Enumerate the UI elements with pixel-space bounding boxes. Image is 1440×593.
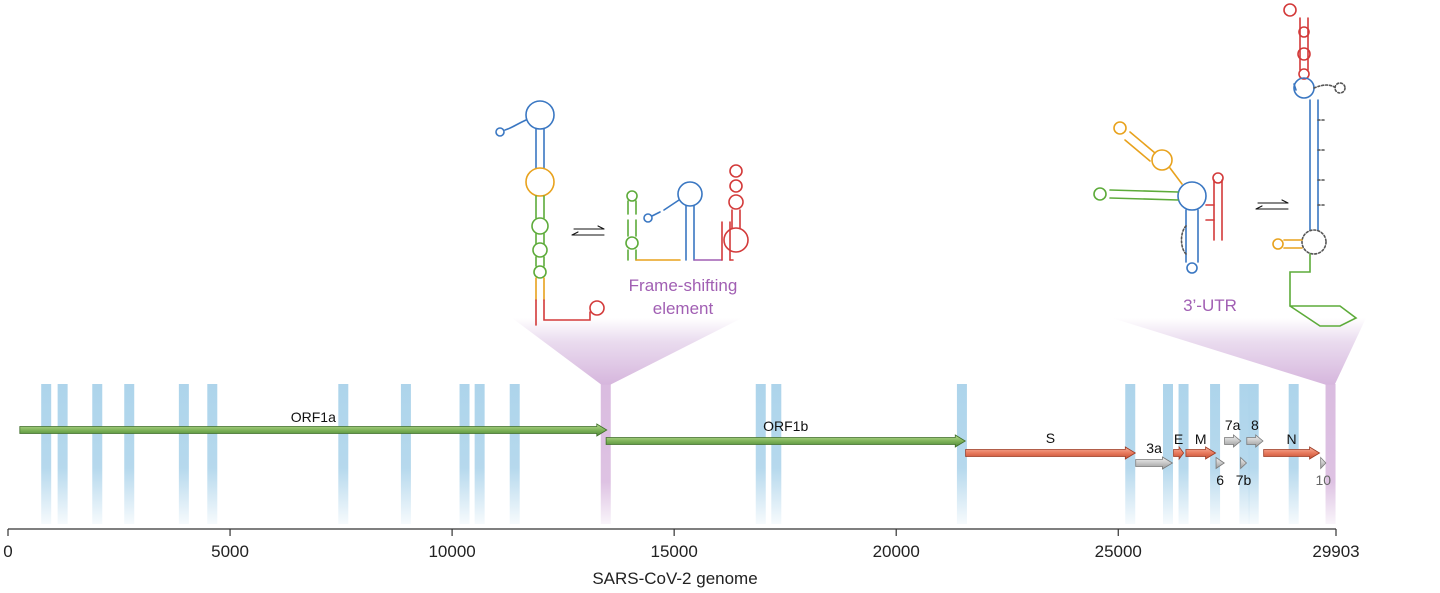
gene-label-n: N	[1287, 431, 1297, 447]
gene-label-6: 6	[1216, 472, 1224, 488]
highlight-band	[755, 384, 766, 524]
highlight-band	[124, 384, 135, 524]
gene-arrow-6	[1215, 456, 1225, 470]
highlight-band	[178, 384, 189, 524]
gene-label-7a: 7a	[1225, 417, 1241, 433]
gene-label-orf1a: ORF1a	[291, 409, 336, 425]
highlight-band	[1178, 384, 1189, 524]
frame-shifting-element-label-line2: element	[653, 299, 714, 318]
highlight-band	[956, 384, 967, 524]
highlight-band	[41, 384, 52, 524]
axis-tick-label-29903: 29903	[1312, 542, 1359, 561]
gene-label-10: 10	[1315, 472, 1331, 488]
element-band-3-utr	[1325, 384, 1336, 524]
gene-label-s: S	[1046, 430, 1055, 446]
highlight-bands	[41, 384, 1336, 524]
highlight-band	[474, 384, 485, 524]
frame-shifting-element-label-line1: Frame-shifting	[629, 276, 738, 295]
gene-arrow-s	[965, 446, 1137, 460]
axis-tick-label-5000: 5000	[211, 542, 249, 561]
axis-tick-label-20000: 20000	[873, 542, 920, 561]
gene-label-7b: 7b	[1236, 472, 1252, 488]
axis-tick-label-0: 0	[3, 542, 12, 561]
highlight-band	[207, 384, 218, 524]
highlight-band	[338, 384, 349, 524]
cone-3-utr	[1112, 318, 1366, 385]
axis-tick-label-10000: 10000	[428, 542, 475, 561]
gene-arrow-n	[1263, 446, 1321, 460]
gene-label-8: 8	[1251, 417, 1259, 433]
three-prime-utr-label: 3’-UTR	[1183, 296, 1237, 315]
highlight-band	[1248, 384, 1259, 524]
genome-axis: 0 5000 10000 15000 20000 25000 29903 SARS-CoV-…	[3, 528, 1360, 588]
highlight-band	[57, 384, 68, 524]
gene-label-e: E	[1174, 431, 1183, 447]
frame-shifting-element-structure	[495, 100, 749, 326]
gene-arrow-7b	[1240, 456, 1248, 470]
highlight-band	[1210, 384, 1221, 524]
three-prime-utr-structure	[1093, 3, 1358, 327]
gene-arrow-8	[1246, 434, 1264, 448]
cone-frame-shifting-element	[512, 318, 742, 385]
highlight-band	[459, 384, 470, 524]
gene-arrow-orf1a	[19, 423, 608, 437]
gene-label-orf1b: ORF1b	[763, 418, 808, 434]
highlight-band	[1239, 384, 1250, 524]
gene-arrow-7a	[1224, 434, 1242, 448]
highlight-band	[509, 384, 520, 524]
axis-tick-label-25000: 25000	[1095, 542, 1142, 561]
highlight-band	[400, 384, 411, 524]
element-band-frame-shifting-element	[600, 384, 611, 524]
gene-label-3a: 3a	[1146, 440, 1162, 456]
gene-arrow-orf1b	[605, 434, 967, 448]
highlight-band	[92, 384, 103, 524]
gene-arrow-10	[1320, 456, 1327, 470]
gene-arrow-e	[1173, 445, 1185, 461]
axis-ticks: 0 5000 10000 15000 20000 25000 29903	[3, 529, 1360, 561]
gene-arrow-m	[1185, 446, 1217, 460]
element-cones	[512, 318, 1366, 385]
axis-tick-label-15000: 15000	[651, 542, 698, 561]
axis-label: SARS-CoV-2 genome	[592, 569, 757, 588]
highlight-band	[771, 384, 782, 524]
gene-label-m: M	[1195, 431, 1207, 447]
element-labels: Frame-shifting element 3’-UTR	[629, 276, 1237, 318]
gene-arrow-3a	[1135, 456, 1174, 470]
highlight-band	[1162, 384, 1173, 524]
